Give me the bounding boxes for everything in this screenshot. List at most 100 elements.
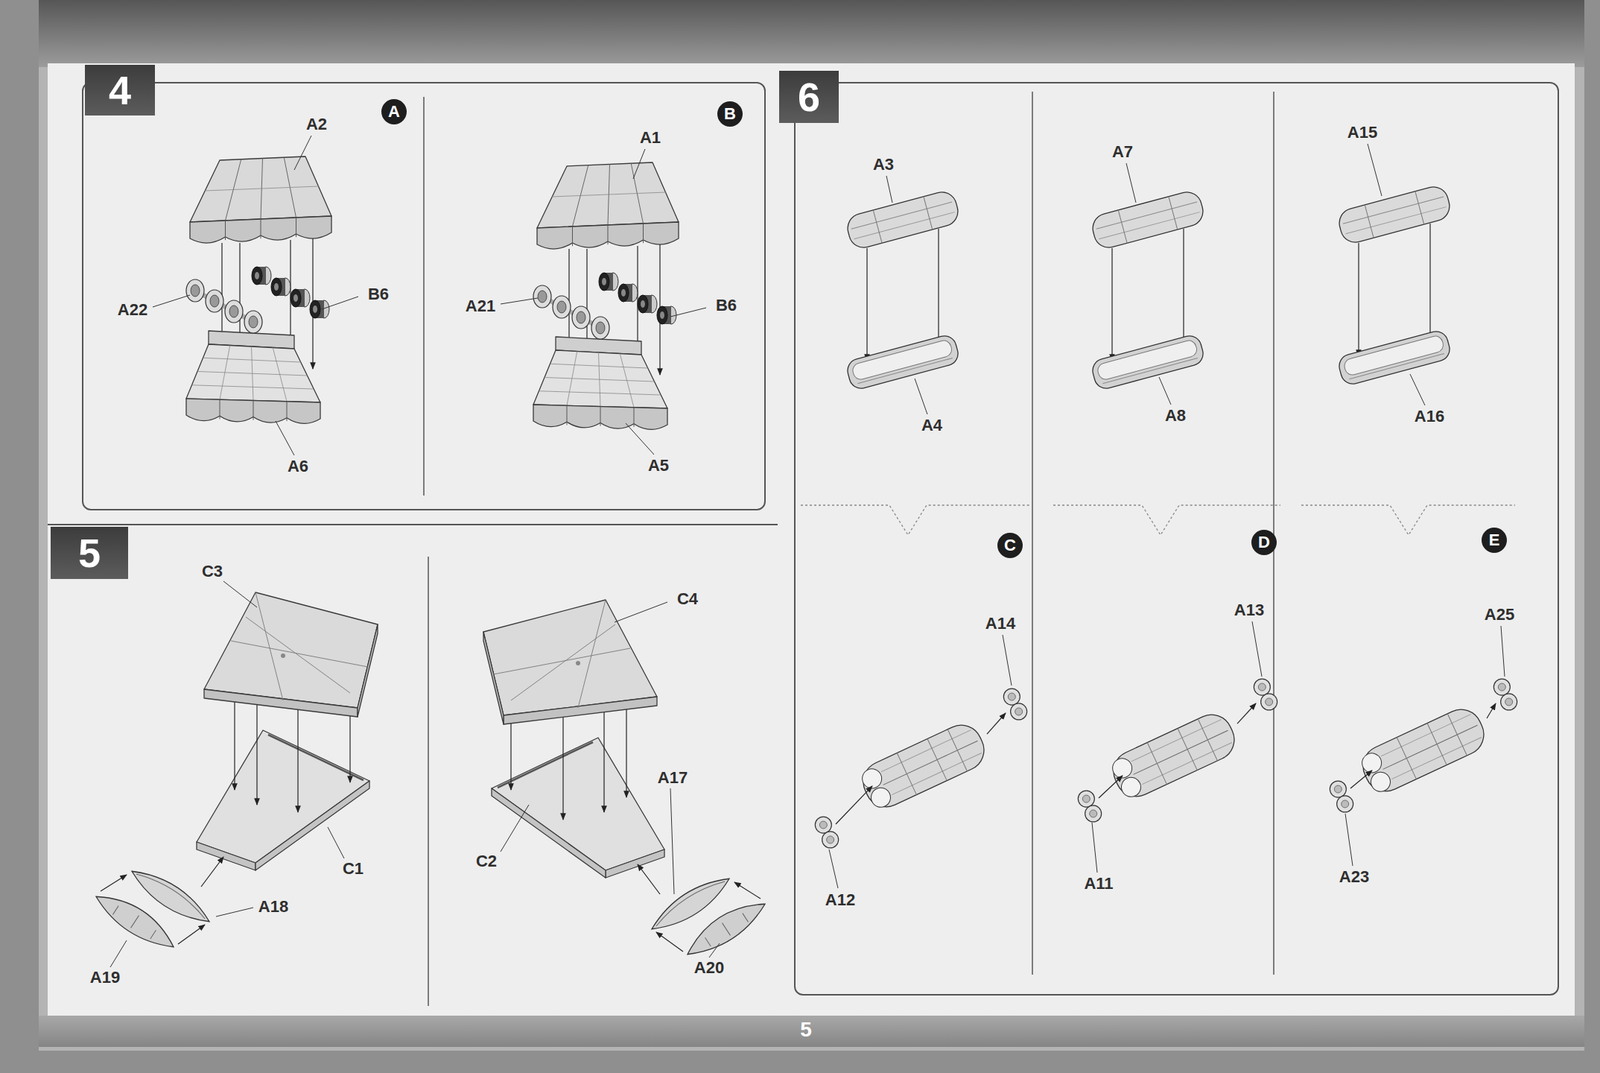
ring	[595, 321, 605, 334]
label-anchor: A1	[638, 128, 663, 147]
panel-line	[1272, 91, 1275, 975]
leader-line	[223, 581, 257, 608]
part-number: A1	[638, 128, 663, 147]
assembled-nacelle	[1197, 718, 1218, 761]
nacelle-shell	[1415, 191, 1425, 225]
assembly-arrow	[1350, 770, 1373, 789]
part-face	[483, 599, 657, 716]
ring	[572, 306, 590, 329]
substep-letter: C	[1004, 537, 1017, 554]
label-anchor: A5	[646, 456, 671, 475]
assembled-nacelle	[1356, 702, 1491, 798]
leader-line	[275, 420, 295, 456]
nacelle-shell	[857, 358, 953, 384]
end-cap	[814, 816, 832, 833]
roller	[251, 266, 263, 285]
leader-line	[216, 907, 254, 917]
end-cap	[1085, 805, 1102, 822]
part-number: C2	[474, 852, 499, 871]
panel-line	[295, 217, 297, 237]
label-anchor: A21	[464, 297, 497, 316]
step-panel: 5	[47, 523, 778, 1016]
end-cap	[1265, 697, 1273, 706]
assembly-arrow	[637, 864, 660, 894]
part-face	[491, 788, 606, 878]
roller	[659, 311, 665, 319]
step-number-box: 4	[84, 64, 155, 116]
panel-line	[423, 96, 425, 496]
part-face	[605, 849, 665, 878]
assembly-arrow	[937, 228, 939, 352]
leader-line	[709, 943, 720, 958]
ring-strip	[195, 290, 254, 322]
assembled-nacelle	[1118, 773, 1145, 800]
part-face	[186, 344, 321, 403]
wing-parts	[90, 592, 378, 956]
ring	[552, 295, 571, 319]
assembled-nacelle	[814, 688, 1027, 848]
panel-line	[272, 347, 287, 402]
label-anchor: A8	[1163, 406, 1188, 425]
nacelle-shell	[1096, 338, 1199, 381]
assembly-arrow	[734, 881, 761, 899]
part-number: A20	[692, 958, 726, 977]
assembly-arrow	[625, 703, 627, 798]
end-cap	[1505, 697, 1513, 706]
assembly-arrow	[1182, 228, 1184, 352]
end-cap	[1258, 683, 1266, 691]
label-anchor: A20	[692, 958, 726, 977]
part-face	[483, 631, 504, 725]
assembly-arrow	[178, 924, 205, 944]
substep-badge: D	[1251, 529, 1277, 555]
part-drawing	[90, 156, 1518, 964]
label-anchor: A14	[983, 614, 1017, 633]
roller	[254, 271, 260, 280]
nacelle-shell	[1336, 183, 1454, 246]
divider-line	[423, 91, 1516, 1006]
substep-letter: A	[388, 103, 400, 120]
leader-line	[1367, 143, 1382, 196]
label-anchor: A7	[1110, 143, 1135, 161]
part-number: A25	[1483, 605, 1516, 624]
ring	[533, 285, 552, 308]
leader-line	[1410, 373, 1425, 406]
nacelle-shell	[1336, 328, 1452, 386]
step-number-box: 5	[50, 526, 129, 579]
assembly-arrow	[100, 874, 127, 891]
nacelle-shell	[851, 201, 952, 229]
panel-line	[493, 648, 631, 675]
label-anchor: A25	[1483, 605, 1516, 624]
panel-line	[551, 192, 666, 197]
panel-line	[619, 353, 634, 408]
panel-line	[245, 616, 351, 693]
step-number: 5	[78, 532, 101, 573]
panel-line	[260, 218, 262, 239]
leader-line	[1126, 163, 1136, 203]
leader-line	[914, 378, 928, 415]
end-cap	[1003, 688, 1020, 705]
panel-line	[192, 385, 315, 389]
panel-line	[539, 391, 662, 395]
part-number: A18	[256, 897, 290, 916]
panel-line	[1031, 91, 1034, 975]
part-number: A15	[1345, 123, 1379, 142]
ring	[229, 305, 239, 318]
leader-line	[829, 849, 838, 888]
step-panel: 6CDE	[794, 81, 1560, 996]
label-anchor: A17	[656, 768, 690, 787]
part-number: A22	[116, 300, 149, 319]
pod-half	[680, 892, 771, 964]
assembly-arrow	[1111, 248, 1113, 361]
panel-line	[598, 352, 602, 407]
label-anchor: A19	[88, 968, 122, 987]
panel-line	[572, 226, 573, 246]
part-number: C4	[675, 589, 700, 608]
panel-line	[510, 624, 616, 701]
sheet-background	[38, 0, 1585, 1051]
nacelle-shell	[1098, 212, 1200, 240]
nacelle-shell	[1336, 183, 1454, 386]
panel-line	[230, 640, 368, 667]
leader-line	[152, 294, 190, 307]
leader-line	[327, 826, 345, 859]
